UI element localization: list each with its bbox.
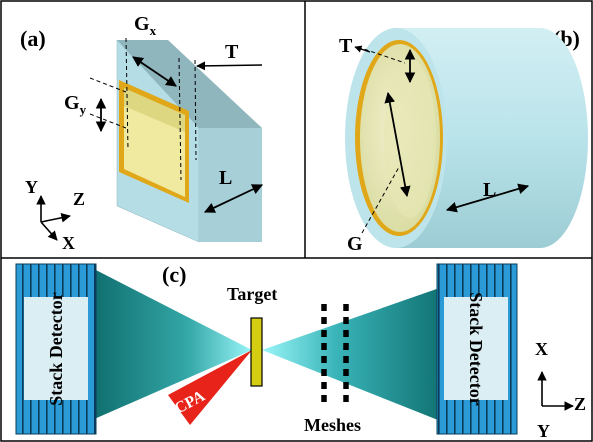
t-arrow <box>196 61 263 71</box>
axis-y-label: Y <box>25 177 38 197</box>
axis-x-arrow <box>40 221 58 241</box>
l-label: L <box>219 167 232 189</box>
gy-label: Gy <box>64 92 87 117</box>
b-t-label: T <box>339 35 353 57</box>
axis-x-label: X <box>62 233 75 253</box>
left-detector-core <box>24 297 88 400</box>
window-top-slant <box>124 88 185 132</box>
gx-arrow <box>132 56 177 87</box>
panel-a: (a) Gx Gy T L Y Z X <box>20 13 263 253</box>
cylinder-body <box>395 28 588 248</box>
b-t-dashed <box>357 46 406 64</box>
panel-b: (b) T G L <box>339 26 588 255</box>
target-label: Target <box>227 284 277 304</box>
b-t-pointer <box>354 45 371 53</box>
axis-z-label: Z <box>73 189 85 209</box>
c-axis-x-label: X <box>535 339 548 359</box>
right-detector-label: Stack Detector <box>466 292 486 405</box>
t-label: T <box>225 41 239 63</box>
right-beam-cone <box>262 285 448 424</box>
b-l-label: L <box>483 179 496 201</box>
panel-c: (c) Stack Detector Stack Detector CPA Ta… <box>15 262 586 441</box>
l-arrow <box>204 184 263 213</box>
panel-a-label: (a) <box>20 26 46 51</box>
panel-c-label: (c) <box>162 262 186 287</box>
b-g-arrow <box>384 91 411 198</box>
left-detector-label: Stack Detector <box>46 292 66 405</box>
cpa-beam <box>168 350 252 425</box>
axis-z-arrow <box>40 213 71 223</box>
gx-dashed-mid <box>178 57 182 181</box>
c-axis-y-label: Y <box>537 421 550 441</box>
gx-dashed-left <box>125 37 129 151</box>
right-detector-core <box>444 297 508 400</box>
meshes-label: Meshes <box>304 415 361 435</box>
b-l-arrow <box>445 183 530 213</box>
target <box>250 317 263 387</box>
c-axis-z-label: Z <box>574 394 586 414</box>
gx-label: Gx <box>134 13 157 38</box>
b-g-dashed <box>361 166 400 234</box>
t-dashed-right <box>194 59 197 161</box>
left-beam-cone <box>92 268 252 420</box>
b-g-label: G <box>347 233 363 255</box>
